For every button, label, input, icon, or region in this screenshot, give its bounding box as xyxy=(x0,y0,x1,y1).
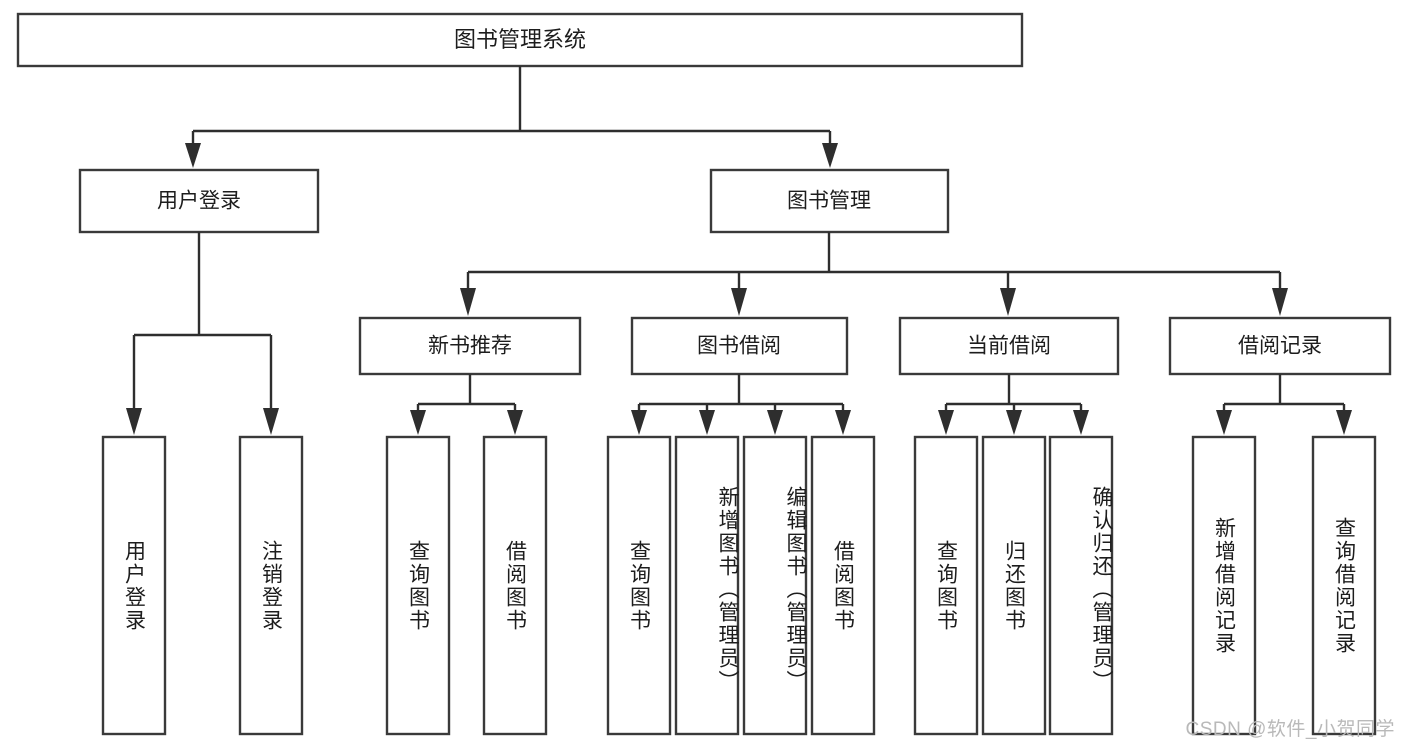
node-root[interactable]: 图书管理系统 xyxy=(16,12,1024,68)
leaf-box-current-borrow-1[interactable] xyxy=(913,435,979,736)
arrow-user-login xyxy=(185,143,201,168)
node-borrow-record[interactable]: 借阅记录 xyxy=(1168,316,1392,376)
arrow-new-book-rec xyxy=(460,288,476,316)
node-book-manage-label: 图书管理 xyxy=(787,190,871,213)
node-borrow-record-label: 借阅记录 xyxy=(1238,335,1322,358)
arrow-leaf-current-borrow-1 xyxy=(938,410,954,435)
node-user-login-label: 用户登录 xyxy=(157,190,241,213)
node-borrow-record-box xyxy=(1168,316,1392,376)
leaf-box-borrow-record-2[interactable] xyxy=(1311,435,1377,736)
leaf-box-book-borrow-3[interactable] xyxy=(742,435,808,736)
node-book-borrow-box xyxy=(630,316,849,376)
node-root-label: 图书管理系统 xyxy=(454,27,586,52)
leaf-box-book-borrow-4[interactable] xyxy=(810,435,876,736)
leaf-box-user-login-2[interactable] xyxy=(238,435,304,736)
node-new-book-rec[interactable]: 新书推荐 xyxy=(358,316,582,376)
node-user-login[interactable]: 用户登录 xyxy=(78,168,320,234)
arrow-leaf-book-borrow-3 xyxy=(767,410,783,435)
arrow-leaf-user-login-1 xyxy=(126,408,142,435)
leaf-box-new-book-rec-2[interactable] xyxy=(482,435,548,736)
arrow-leaf-user-login-2 xyxy=(263,408,279,435)
node-book-borrow-label: 图书借阅 xyxy=(697,335,781,358)
arrow-leaf-current-borrow-2 xyxy=(1006,410,1022,435)
arrow-book-borrow xyxy=(731,288,747,316)
arrow-borrow-record xyxy=(1272,288,1288,316)
leaf-box-user-login-1[interactable] xyxy=(101,435,167,736)
node-current-borrow-label: 当前借阅 xyxy=(967,335,1051,358)
leaf-box-new-book-rec-1[interactable] xyxy=(385,435,451,736)
arrow-book-manage xyxy=(822,143,838,168)
arrow-leaf-borrow-record-1 xyxy=(1216,410,1232,435)
arrow-leaf-current-borrow-3 xyxy=(1073,410,1089,435)
leaf-box-current-borrow-3[interactable] xyxy=(1048,435,1114,736)
node-book-manage[interactable]: 图书管理 xyxy=(709,168,950,234)
node-root-box xyxy=(16,12,1024,68)
node-current-borrow[interactable]: 当前借阅 xyxy=(898,316,1120,376)
arrow-leaf-borrow-record-2 xyxy=(1336,410,1352,435)
node-new-book-rec-label: 新书推荐 xyxy=(428,335,512,358)
node-current-borrow-box xyxy=(898,316,1120,376)
node-book-borrow[interactable]: 图书借阅 xyxy=(630,316,849,376)
arrow-leaf-new-book-rec-1 xyxy=(410,410,426,435)
arrow-leaf-book-borrow-2 xyxy=(699,410,715,435)
arrow-leaf-book-borrow-1 xyxy=(631,410,647,435)
node-new-book-rec-box xyxy=(358,316,582,376)
leaf-box-book-borrow-2[interactable] xyxy=(674,435,740,736)
leaf-box-book-borrow-1[interactable] xyxy=(606,435,672,736)
leaf-box-borrow-record-1[interactable] xyxy=(1191,435,1257,736)
csdn-watermark: CSDN @软件_小贺同学 xyxy=(1185,719,1395,740)
arrow-leaf-book-borrow-4 xyxy=(835,410,851,435)
node-book-manage-box xyxy=(709,168,950,234)
arrow-leaf-new-book-rec-2 xyxy=(507,410,523,435)
arrow-current-borrow xyxy=(1000,288,1016,316)
leaf-box-current-borrow-2[interactable] xyxy=(981,435,1047,736)
